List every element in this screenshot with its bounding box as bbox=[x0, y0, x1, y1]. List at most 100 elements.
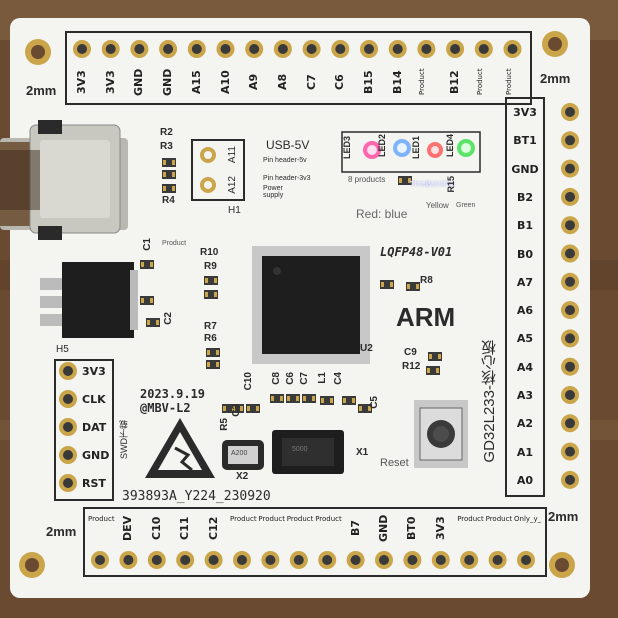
top-pin-pad bbox=[474, 40, 493, 58]
smd-component bbox=[342, 396, 356, 405]
bottom-pin-label: Product bbox=[485, 515, 513, 523]
bottom-pin-label: Only_y_ bbox=[514, 515, 542, 523]
bottom-pin-pad bbox=[431, 551, 450, 569]
top-pin-label: B15 bbox=[362, 70, 375, 94]
r12-label: R12 bbox=[402, 361, 421, 372]
cap-label: C4 bbox=[333, 372, 344, 385]
top-pin-pad bbox=[360, 40, 378, 58]
top-pin-pad bbox=[245, 40, 264, 58]
swd-pin-pad bbox=[59, 362, 77, 380]
led3-label: LED3 bbox=[342, 136, 352, 160]
right-header-outline bbox=[505, 97, 545, 497]
right-pin-pad bbox=[561, 470, 579, 489]
bottom-pin-label: Product bbox=[230, 515, 257, 523]
top-pin-label: A9 bbox=[247, 73, 261, 91]
bottom-pin-pad bbox=[460, 551, 479, 569]
led-overlay-painting: Painting bbox=[426, 180, 455, 188]
right-pin-pad bbox=[561, 442, 579, 461]
h1-pin-a12-label: A12 bbox=[227, 176, 238, 194]
led2-label: LED2 bbox=[377, 134, 387, 158]
board-title: GD32L233-核心板 bbox=[481, 340, 498, 463]
top-header-outline bbox=[65, 31, 532, 105]
right-pin-label: B0 bbox=[516, 247, 534, 261]
smd-component bbox=[162, 158, 176, 167]
smd-component bbox=[140, 260, 154, 269]
smd-component bbox=[204, 276, 218, 285]
right-pin-pad bbox=[561, 329, 579, 348]
r15-label: R15 bbox=[446, 176, 456, 193]
right-pin-label: A3 bbox=[516, 389, 534, 402]
smd-component bbox=[286, 394, 300, 403]
swd-header-outline bbox=[54, 359, 114, 501]
led-overlay-green: Green bbox=[456, 202, 476, 209]
bottom-pin-label: C11 bbox=[178, 516, 192, 540]
right-pin-pad bbox=[561, 244, 579, 263]
right-pin-label: A4 bbox=[516, 360, 534, 374]
right-pin-label: A6 bbox=[516, 304, 534, 318]
bottom-pin-pad bbox=[119, 551, 138, 569]
right-pin-label: A2 bbox=[516, 417, 534, 431]
smd-component bbox=[146, 318, 160, 327]
top-pin-pad bbox=[101, 40, 120, 58]
right-pin-pad bbox=[561, 159, 579, 178]
smd-component bbox=[206, 360, 220, 369]
top-pin-label: A10 bbox=[218, 70, 232, 94]
right-pin-pad bbox=[561, 414, 579, 433]
r7-label: R7 bbox=[204, 321, 217, 332]
r2-label: R2 bbox=[160, 127, 173, 138]
top-pin-pad bbox=[388, 40, 407, 58]
power-supply-label: Power supply bbox=[263, 185, 284, 199]
h1-header bbox=[191, 139, 245, 201]
swd-download-label: SWD下载 bbox=[119, 420, 129, 459]
right-pin-pad bbox=[561, 187, 579, 206]
swd-pin-pads bbox=[59, 362, 77, 492]
bottom-pin-pad bbox=[261, 551, 280, 569]
size-left-label: 2mm bbox=[26, 83, 57, 98]
c1-overlay-label: Product bbox=[162, 240, 187, 247]
c9-label: C9 bbox=[404, 347, 417, 358]
right-pin-label: GND bbox=[511, 162, 539, 176]
crystal-marking: A200 bbox=[231, 450, 248, 457]
version-label: @MBV-L2 bbox=[140, 401, 191, 415]
top-pin-label: B14 bbox=[390, 70, 404, 94]
size-right-label: 2mm bbox=[540, 71, 571, 86]
top-pin-label: 3V3 bbox=[103, 70, 117, 94]
led-overlay-8-products: 8 products bbox=[348, 175, 386, 184]
smd-component bbox=[320, 396, 334, 405]
bottom-pin-pad bbox=[176, 551, 195, 569]
led-overlay-three: Three bbox=[410, 180, 431, 188]
top-pin-pads bbox=[73, 40, 522, 58]
esd-warning-icon bbox=[145, 418, 215, 478]
right-pin-label: A5 bbox=[516, 332, 534, 346]
bottom-pin-label: Product bbox=[286, 515, 314, 523]
smd-component bbox=[162, 170, 176, 179]
swd-pin-pad bbox=[59, 418, 77, 436]
right-pin-pad bbox=[561, 103, 579, 121]
r5-label: R5 bbox=[219, 418, 230, 431]
smd-component bbox=[398, 176, 412, 185]
crystals bbox=[222, 430, 344, 474]
bottom-pin-label: DEV bbox=[121, 515, 135, 541]
c5-label: C5 bbox=[369, 396, 380, 409]
bottom-header-outline bbox=[83, 507, 547, 577]
top-pin-label: B12 bbox=[448, 70, 462, 94]
c1-label: C1 bbox=[142, 238, 153, 251]
right-pin-pad bbox=[561, 386, 579, 404]
bottom-pin-label: C12 bbox=[206, 516, 220, 540]
top-pin-pad bbox=[273, 40, 292, 58]
r8-label: R8 bbox=[420, 275, 433, 286]
smd-component bbox=[270, 394, 284, 403]
top-pin-pad bbox=[73, 40, 91, 58]
right-pin-pad bbox=[561, 301, 579, 320]
h5-label: H5 bbox=[56, 344, 69, 355]
top-pin-pad bbox=[331, 40, 350, 58]
swd-pin-pad bbox=[59, 446, 77, 464]
swd-pin-label: 3V3 bbox=[82, 365, 106, 378]
right-pin-label: A0 bbox=[516, 473, 534, 487]
h1-pin-a11-label: A11 bbox=[227, 146, 238, 164]
swd-pin-label: GND bbox=[82, 449, 110, 462]
usb-connector bbox=[0, 120, 128, 240]
reset-label: Reset bbox=[380, 457, 409, 469]
swd-pin-label: DAT bbox=[82, 421, 107, 434]
